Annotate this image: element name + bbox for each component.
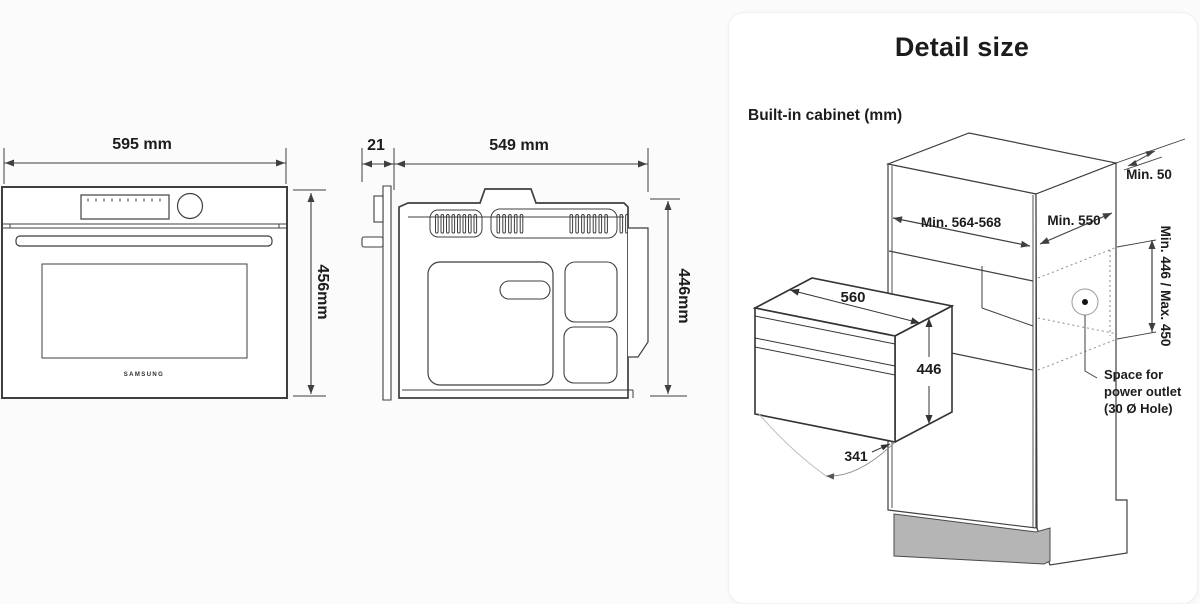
power-outlet-note: Space for power outlet (30 Ø Hole) bbox=[1104, 367, 1182, 416]
samsung-logo: SAMSUNG bbox=[123, 372, 165, 378]
cabinet-niche-depth-dimension: Min. 550 bbox=[1047, 213, 1101, 228]
plinth bbox=[893, 513, 1051, 565]
front-view-drawing bbox=[1, 148, 326, 399]
oven-unit-drawing bbox=[752, 277, 955, 480]
side-door-thickness-dimension: 21 bbox=[367, 137, 385, 154]
oven-height-dimension: 446 bbox=[916, 361, 942, 378]
cabinet-niche-height-dimension: Min. 446 / Max. 450 bbox=[1158, 225, 1173, 347]
detail-size-title: Detail size bbox=[894, 32, 1030, 62]
front-height-dimension: 456mm bbox=[314, 264, 331, 320]
built-in-cabinet-subtitle: Built-in cabinet (mm) bbox=[748, 107, 903, 124]
oven-depth-dimension: 560 bbox=[840, 289, 866, 306]
knob-icon bbox=[176, 192, 204, 220]
cabinet-drawing bbox=[885, 132, 1186, 566]
diagram-canvas bbox=[1, 132, 1186, 566]
front-width-dimension: 595 mm bbox=[112, 136, 172, 153]
door-swing-dimension: 341 bbox=[844, 448, 868, 464]
cabinet-rear-gap-dimension: Min. 50 bbox=[1126, 167, 1172, 182]
cabinet-niche-width-dimension: Min. 564-568 bbox=[920, 215, 1002, 230]
side-view-drawing bbox=[361, 148, 687, 401]
side-height-dimension: 446mm bbox=[675, 268, 692, 324]
side-depth-dimension: 549 mm bbox=[489, 137, 549, 154]
handle-side bbox=[361, 236, 384, 248]
